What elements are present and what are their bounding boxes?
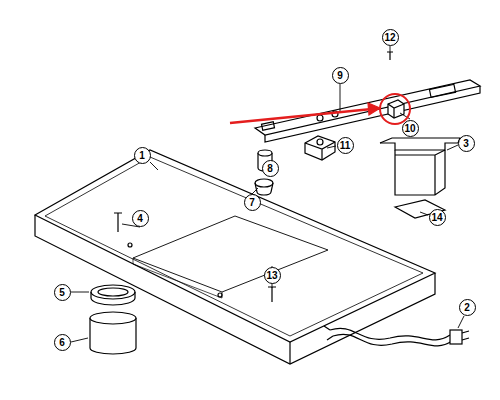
callout-number: 12: [382, 29, 399, 46]
callout-number: 10: [402, 120, 419, 137]
callout-number: 13: [264, 267, 281, 284]
callout-number: 3: [458, 135, 475, 152]
callout-number: 6: [54, 334, 71, 351]
callout-number: 9: [332, 67, 349, 84]
callout-number: 1: [134, 147, 151, 164]
callout-number: 4: [132, 210, 149, 227]
callout-number: 14: [429, 209, 446, 226]
callout-number: 5: [54, 284, 71, 301]
callout-number: 2: [459, 299, 476, 316]
callout-number: 8: [262, 160, 279, 177]
callout-number: 11: [337, 137, 354, 154]
callout-number: 7: [244, 194, 261, 211]
